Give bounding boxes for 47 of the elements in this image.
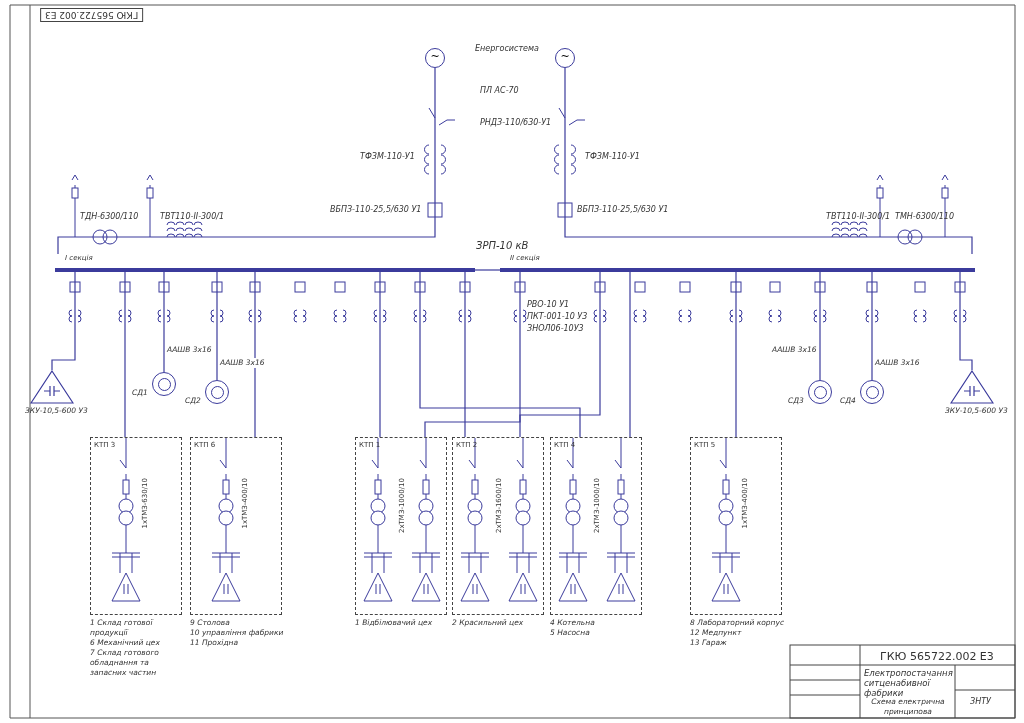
- cable-line: [57, 67, 436, 255]
- switchgear-label: ЗРП-10 кВ: [476, 240, 529, 252]
- substation-box: [355, 437, 447, 615]
- equipment-label: ТВТ110-ІІ-300/1: [826, 212, 891, 222]
- title-block-text: ГКЮ 565722.002 Е3: [880, 650, 994, 663]
- cable-line: [464, 271, 466, 438]
- equipment-label: РВО-10 У1: [527, 300, 570, 310]
- equipment-label: ВБПЗ-110-25,5/630 У1: [330, 205, 422, 215]
- equipment-label: ТФЗМ-110-У1: [360, 152, 415, 162]
- cable-line: [474, 269, 501, 271]
- substation-box: [190, 437, 282, 615]
- equipment-label: ЗНОЛ06-10У3: [527, 324, 584, 334]
- equipment-label: ПЛ АС-70: [480, 86, 519, 96]
- equipment-label: ТФЗМ-110-У1: [585, 152, 640, 162]
- equipment-label: ВБПЗ-110-25,5/630 У1: [577, 205, 669, 215]
- cable-line: [163, 271, 165, 373]
- substation-box: [690, 437, 782, 615]
- substation-box: [452, 437, 544, 615]
- cable-line: [254, 271, 256, 438]
- cable-line: [519, 271, 601, 438]
- cable-line: [819, 271, 821, 381]
- equipment-label: ТДН-6300/110: [80, 212, 139, 222]
- substation-box: [550, 437, 642, 615]
- substation-box: [90, 437, 182, 615]
- cable-line: [564, 67, 973, 255]
- equipment-label: РНДЗ-110/630-У1: [480, 118, 552, 128]
- cable-line: [424, 271, 521, 438]
- equipment-label: ПКТ-001-10 У3: [527, 312, 588, 322]
- title-block-text: ЗНТУ: [970, 697, 991, 707]
- capacitor-bank-symbol: [30, 370, 74, 404]
- title-block-text: ГКЮ 565722.002 Е3: [40, 8, 144, 22]
- cable-line: [216, 271, 218, 381]
- cable-line: [379, 271, 381, 438]
- cable-line: [871, 271, 873, 381]
- cable-line: [124, 271, 126, 438]
- capacitor-bank-symbol: [950, 370, 994, 404]
- cable-line: [959, 271, 973, 371]
- cable-line: [629, 271, 631, 438]
- busbar: [500, 254, 975, 272]
- title-block-text: Електропостачання ситценабивної фабрики: [864, 668, 952, 698]
- cable-line: [51, 271, 76, 371]
- equipment-label: ТМН-6300/110: [895, 212, 954, 222]
- equipment-label: ТВТ110-ІІ-300/1: [160, 212, 225, 222]
- cable-line: [419, 271, 581, 438]
- cable-line: [735, 271, 737, 438]
- busbar: [55, 254, 475, 272]
- equipment-label: Енергосистема: [475, 44, 539, 54]
